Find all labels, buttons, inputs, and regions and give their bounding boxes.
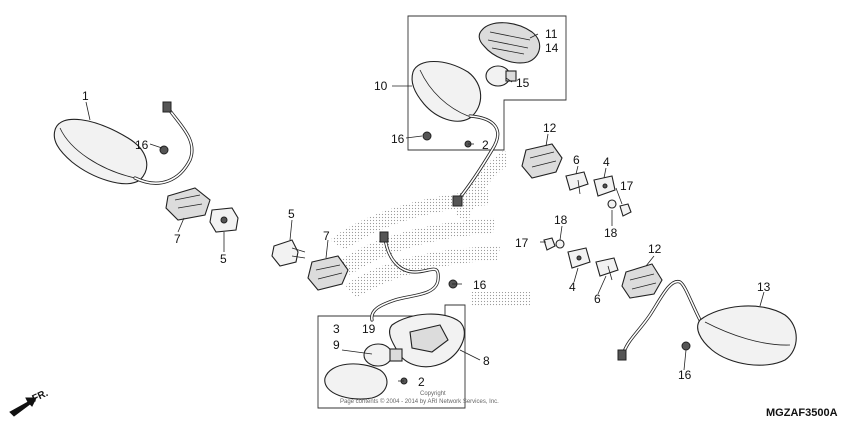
callout-12-lower: 12	[648, 242, 662, 256]
socket-12-upper	[521, 143, 563, 179]
callout-16-middle: 16	[473, 278, 487, 292]
callout-9: 9	[333, 338, 340, 352]
bulb-holder-6-upper	[565, 171, 589, 195]
callout-5-middle: 5	[288, 207, 295, 221]
turn-signal-housing-13	[617, 280, 797, 366]
washer-18-upper	[607, 199, 617, 209]
copyright-line-1: Copyright	[420, 391, 446, 397]
lens-11-14	[478, 22, 541, 64]
callout-18-lower: 18	[554, 213, 568, 227]
bulb-holder-5-middle	[271, 239, 306, 267]
washer-18-lower	[555, 239, 565, 249]
callout-15: 15	[516, 76, 530, 90]
callout-7-left: 7	[174, 232, 181, 246]
callout-4-upper: 4	[603, 155, 610, 169]
diagram-code: MGZAF3500A	[766, 407, 838, 419]
leader-lines	[85, 33, 765, 382]
socket-7-left	[165, 187, 211, 221]
nut-17-upper	[619, 203, 632, 217]
plate-4-upper	[593, 175, 616, 197]
callout-13: 13	[757, 280, 771, 294]
callout-16-left: 16	[135, 138, 149, 152]
upper-turn-signal-box	[407, 15, 567, 151]
callout-14: 14	[545, 41, 559, 55]
turn-signal-housing-1	[53, 101, 194, 185]
bulb-19	[363, 343, 403, 367]
callout-6-lower: 6	[594, 292, 601, 306]
callout-5-left: 5	[220, 252, 227, 266]
callout-16-upper: 16	[391, 132, 405, 146]
callout-numbers: 1 2 2 3 4 4 5 5 6 6 7 7 8 9 10 11 12 12 …	[82, 27, 771, 389]
callout-17-lower: 17	[515, 236, 529, 250]
screw-16-right	[681, 341, 691, 351]
socket-7-middle	[307, 255, 349, 291]
callout-2-upper: 2	[482, 138, 489, 152]
callout-3: 3	[333, 322, 340, 336]
front-arrow: FR.	[9, 388, 50, 417]
callout-11: 11	[545, 27, 558, 41]
callout-12-upper: 12	[543, 121, 557, 135]
callout-7-middle: 7	[323, 229, 330, 243]
callout-19: 19	[362, 322, 376, 336]
callout-8: 8	[483, 354, 490, 368]
lens-9	[324, 363, 388, 400]
honda-wing-watermark	[330, 150, 530, 306]
turn-signal-housing-8	[370, 231, 465, 368]
callout-1: 1	[82, 89, 89, 103]
nut-17-lower	[543, 237, 556, 251]
callout-18-upper: 18	[604, 226, 618, 240]
callout-2-lower: 2	[418, 375, 425, 389]
bulb-holder-5-left	[209, 207, 239, 233]
callout-6-upper: 6	[573, 153, 580, 167]
socket-12-lower	[621, 263, 663, 299]
copyright-line-2: Page contents © 2004 - 2014 by ARI Netwo…	[340, 398, 499, 405]
callout-10: 10	[374, 79, 388, 93]
bulb-holder-6-lower	[595, 257, 619, 281]
plate-4-lower	[567, 247, 591, 269]
screw-16-left	[159, 145, 169, 155]
turn-signal-housing-10	[411, 61, 500, 207]
callout-17-upper: 17	[620, 179, 634, 193]
screw-16-upper	[422, 131, 432, 141]
callout-16-right: 16	[678, 368, 692, 382]
callout-4-lower: 4	[569, 280, 576, 294]
front-label: FR.	[31, 388, 50, 405]
bulb-15	[485, 65, 517, 87]
